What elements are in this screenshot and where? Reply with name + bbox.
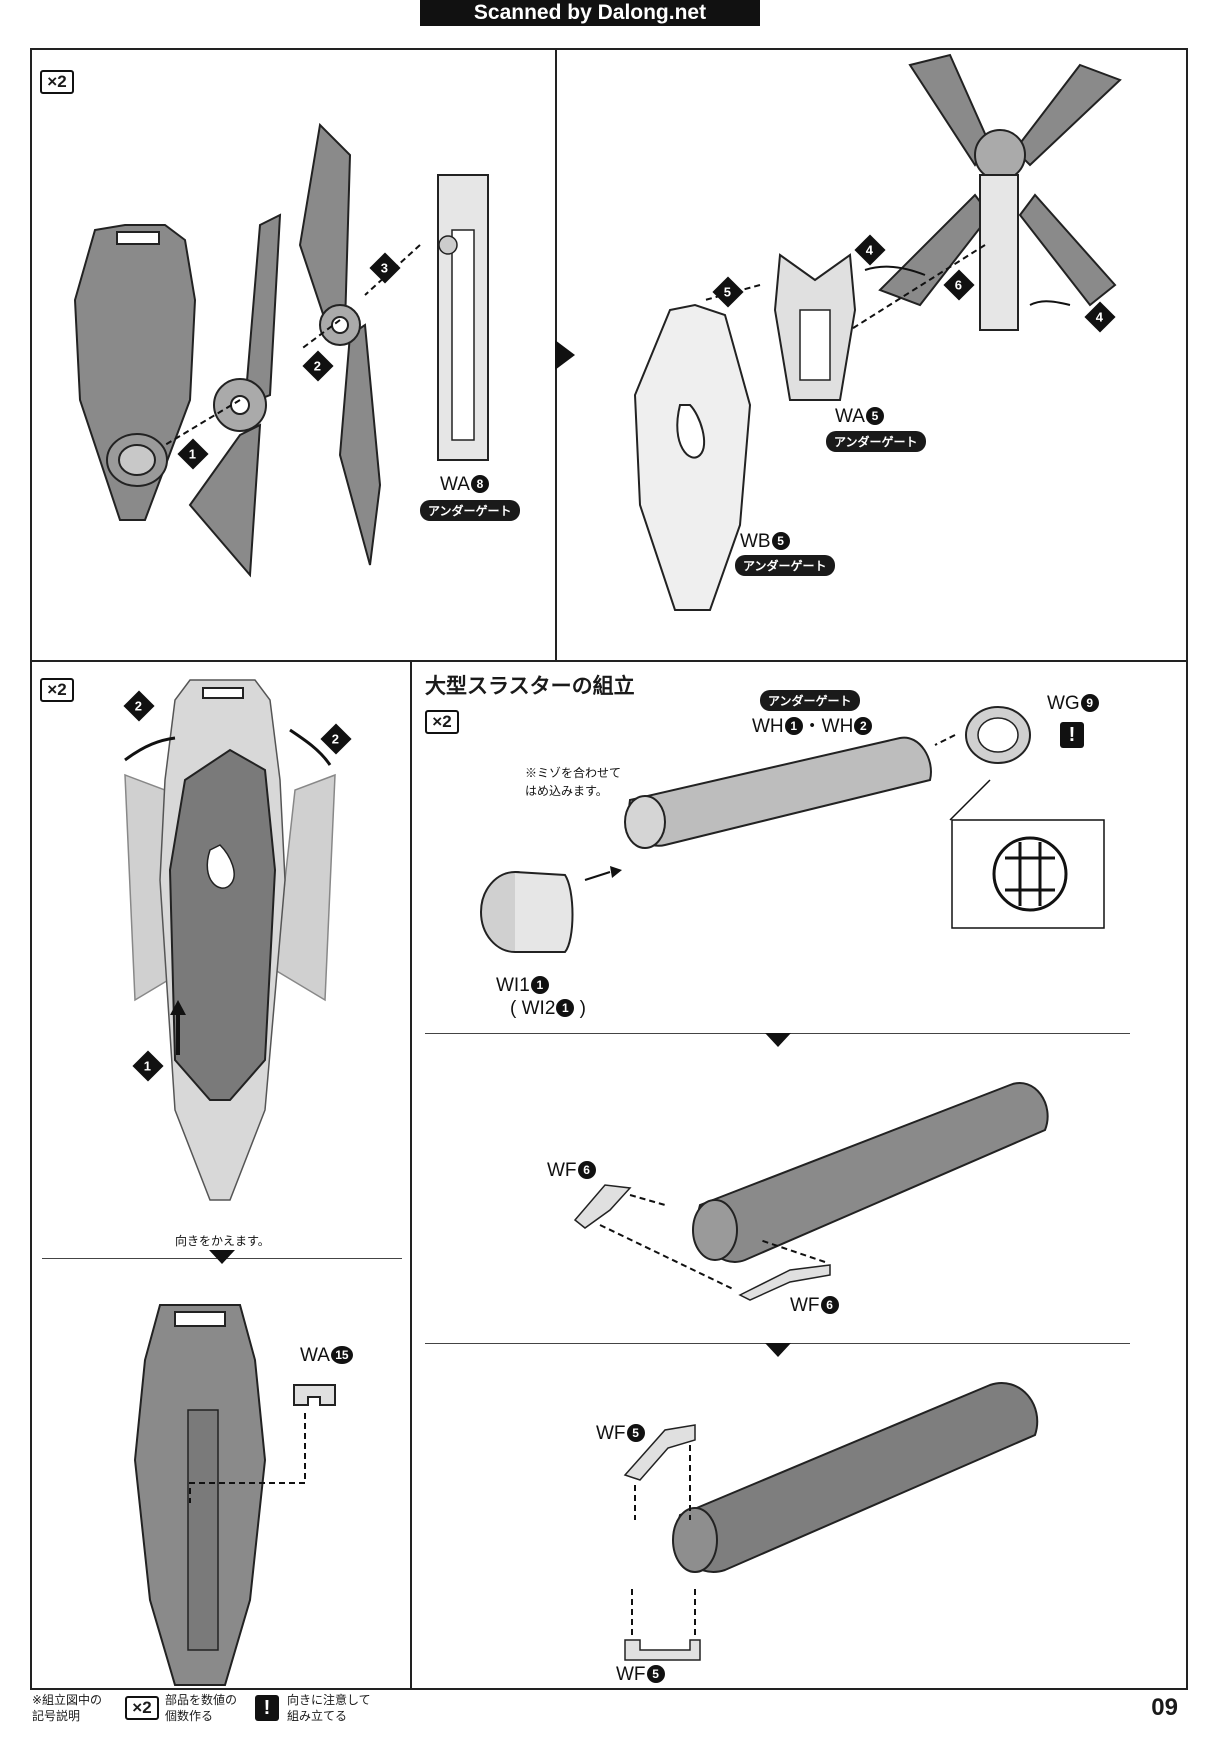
wg-cap-illustration <box>965 706 1031 764</box>
page-number: 09 <box>1151 1694 1178 1721</box>
gate-tag: アンダーゲート <box>420 500 520 521</box>
divider-top-horizontal <box>30 660 1188 662</box>
inner-frame-illustration <box>773 253 857 401</box>
count-badge: ×2 <box>40 70 74 94</box>
wing-blades-illustration <box>188 122 382 578</box>
legend-warning-text: 向きに注意して 組み立てる <box>287 1693 371 1723</box>
part-number: 5 <box>865 407 884 425</box>
gate-tag-upper: アンダーゲート <box>826 431 926 452</box>
outer-shell-illustration <box>633 303 752 611</box>
assembly-arrows-tl <box>164 244 575 446</box>
part-number: 15 <box>330 1346 353 1364</box>
gate-tag-lower: アンダーゲート <box>735 555 835 576</box>
legend-count-badge: ×2 <box>125 1696 159 1720</box>
turn-note: 向きをかえます。 <box>175 1234 270 1248</box>
legend-title: ※組立図中の 記号説明 <box>32 1693 103 1723</box>
divider-lower-vertical <box>410 660 412 1690</box>
groove-note-line2: はめ込みます。 <box>525 784 608 798</box>
count-badge: ×2 <box>40 678 74 702</box>
gate-tag: アンダーゲート <box>760 690 860 711</box>
next-step-arrow <box>209 1250 235 1264</box>
page-frame <box>30 48 1188 1690</box>
assembly-arrows-lb <box>189 1413 306 1503</box>
wi-cap-illustration <box>480 871 574 953</box>
groove-note-line1: ※ミゾを合わせて <box>525 766 622 780</box>
shield-with-side-fins-illustration <box>124 679 336 1201</box>
legend-count-text: 部品を数値の 個数作る <box>165 1693 238 1723</box>
shield-back-illustration <box>133 1304 267 1686</box>
part-number: 8 <box>470 475 489 493</box>
thruster-cylinder-illustration-2 <box>692 1082 1049 1263</box>
section-title: 大型スラスターの組立 <box>425 674 635 698</box>
next-step-arrow-1 <box>765 1033 791 1047</box>
thruster-cylinder-illustration-3 <box>672 1382 1039 1573</box>
symbol-legend: ※組立図中の 記号説明 ×2 部品を数値の 個数作る ! 向きに注意して 組み立… <box>30 1690 1188 1734</box>
binder-shield-illustration <box>73 224 197 521</box>
part-number: 5 <box>771 532 790 550</box>
detail-zoom-box <box>949 779 1105 929</box>
clip-part-illustration <box>293 1384 336 1406</box>
frame-blades-illustration <box>878 53 1122 331</box>
cap-part-illustration <box>106 433 168 487</box>
rail-part-illustration <box>437 174 489 461</box>
warning-mark: ! <box>1060 722 1084 748</box>
thruster-cylinder-illustration <box>624 736 932 849</box>
assembly-arrows-tr <box>704 244 1071 331</box>
watermark-text: Scanned by Dalong.net <box>473 1 707 24</box>
watermark-bar: Scanned by Dalong.net <box>420 0 760 26</box>
legend-warning-mark: ! <box>255 1695 279 1721</box>
assembly-arrows-lm <box>124 728 332 1055</box>
next-step-arrow-2 <box>765 1343 791 1357</box>
count-badge: ×2 <box>425 710 459 734</box>
